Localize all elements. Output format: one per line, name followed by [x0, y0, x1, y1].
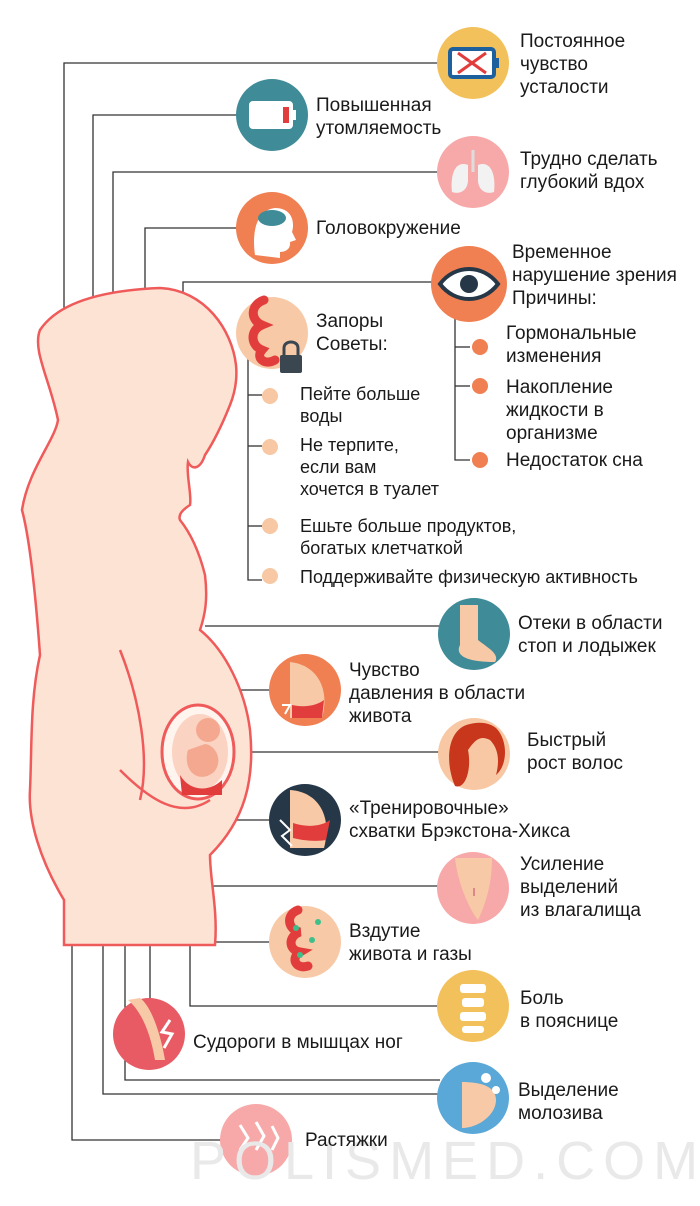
label-backpain: Боль в пояснице [520, 988, 619, 1032]
label-dizziness: Головокружение [316, 218, 461, 239]
constipation-tip-1: Пейте больше воды [300, 384, 421, 426]
label-vision: Временное нарушение зрения Причины: [512, 242, 677, 309]
label-bloating: Вздутие живота и газы [349, 921, 472, 965]
breast-colostrum-icon [437, 1062, 509, 1134]
connector-lines [63, 62, 470, 1141]
swollen-feet-icon [438, 598, 510, 670]
vision-cause-1: Гормональные изменения [506, 323, 637, 367]
stretch-marks-icon [220, 1104, 292, 1176]
constipation-tip-bullets [262, 388, 278, 584]
bloating-gas-icon [269, 905, 341, 978]
hair-icon [438, 718, 510, 790]
constipation-tip-2: Не терпите, если вам хочется в туалет [300, 435, 439, 499]
constipation-tip-3: Ешьте больше продуктов, богатых клетчатк… [300, 516, 517, 558]
eye-icon [431, 246, 507, 322]
label-braxton: «Тренировочные» схватки Брэкстона-Хикса [349, 798, 571, 842]
label-colostrum: Выделение молозива [518, 1080, 619, 1124]
low-battery-icon [236, 79, 308, 151]
label-tiredness: Повышенная утомляемость [316, 95, 442, 139]
label-discharge: Усиление выделений из влагалища [520, 854, 641, 921]
head-brain-icon [236, 192, 308, 264]
label-cramps: Судороги в мышцах ног [193, 1032, 403, 1053]
contraction-icon [269, 784, 341, 856]
vision-cause-2: Накопление жидкости в организме [506, 377, 613, 444]
watermark: POLISMED.COM [190, 1131, 700, 1191]
leg-cramp-icon [113, 998, 185, 1070]
label-constipation: Запоры Советы: [316, 311, 388, 355]
lungs-icon [437, 136, 509, 208]
hands-on-belly [119, 769, 211, 810]
pregnant-body-silhouette [20, 286, 253, 947]
label-hair: Быстрый рост волос [527, 730, 624, 774]
abdomen-pressure-icon [269, 654, 341, 726]
constipation-tip-4: Поддерживайте физическую активность [300, 567, 638, 587]
label-breath: Трудно сделать глубокий вдох [520, 149, 658, 193]
label-fatigue: Постоянное чувство усталости [520, 31, 626, 98]
womb-with-fetus [160, 703, 236, 801]
label-swelling: Отеки в области стоп и лодыжек [518, 613, 663, 657]
dead-battery-icon [437, 27, 509, 99]
spine-icon [437, 970, 509, 1042]
vision-cause-3: Недостаток сна [506, 450, 643, 471]
intestine-lock-icon [236, 295, 308, 373]
pelvis-icon [437, 852, 509, 924]
label-stretch: Растяжки [305, 1130, 388, 1151]
vision-cause-bullets [472, 339, 488, 468]
label-pressure: Чувство давления в области живота [349, 660, 526, 727]
